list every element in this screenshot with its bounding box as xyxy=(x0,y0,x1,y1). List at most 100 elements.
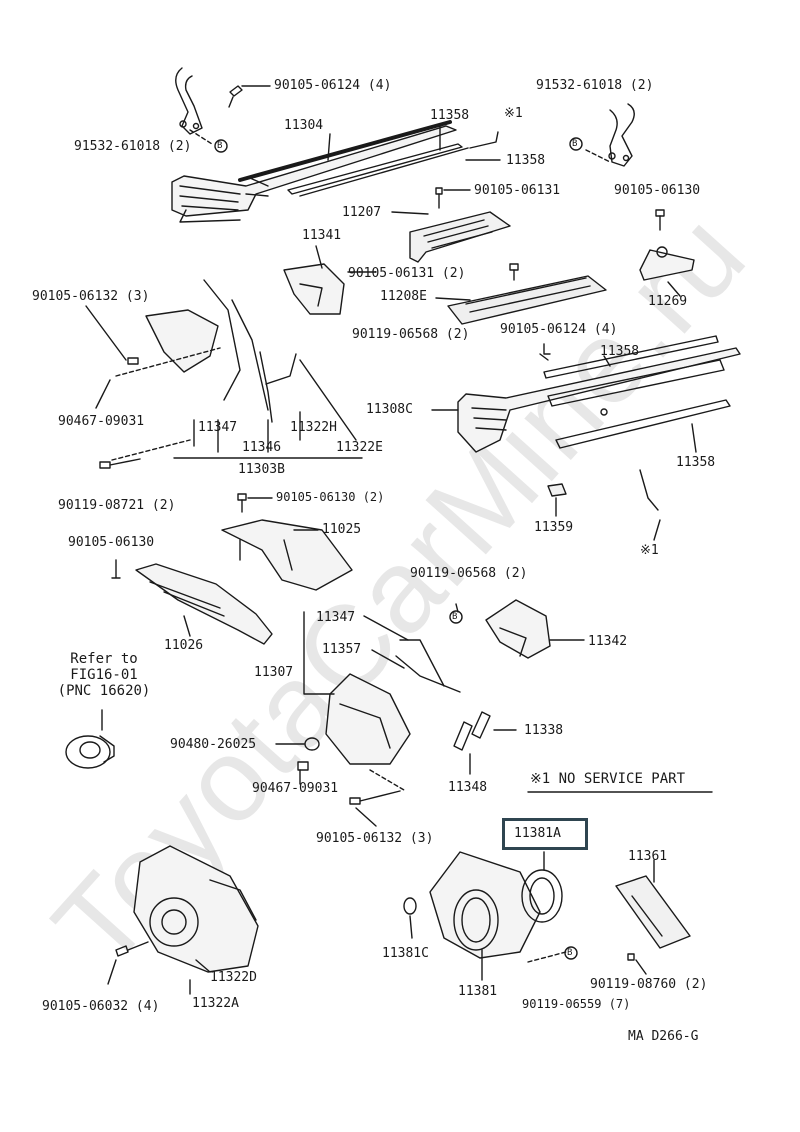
part-label: 11207 xyxy=(342,205,382,220)
no-service-part-rod xyxy=(639,469,659,511)
part-label: 90105-06131 (2) xyxy=(348,266,466,281)
part-label: 11346 xyxy=(242,440,282,455)
part-label-highlighted: 11381A xyxy=(514,826,561,841)
part-label: 11358 xyxy=(430,108,470,123)
part-label: 11338 xyxy=(524,723,564,738)
bolt-icon xyxy=(228,85,243,108)
oil-seal xyxy=(521,869,563,923)
timing-belt-cover-no1 xyxy=(325,639,461,765)
part-label: 90119-06559 (7) xyxy=(522,997,631,1011)
plug-cap xyxy=(547,483,567,497)
bolt-icon xyxy=(349,790,401,805)
marker-b-text: B xyxy=(572,139,578,149)
part-label: 11347 xyxy=(316,610,356,625)
part-label: 90467-09031 xyxy=(58,414,145,429)
leader-line xyxy=(195,959,211,973)
bolt-icon xyxy=(127,357,139,365)
leader-line xyxy=(653,519,661,541)
leader-dashed xyxy=(189,129,213,145)
leader-line xyxy=(435,297,471,301)
leader-dashed xyxy=(115,347,221,377)
part-label: 11025 xyxy=(322,522,362,537)
seal-strip xyxy=(453,711,491,751)
part-label: 90467-09031 xyxy=(252,781,339,796)
part-label: 11359 xyxy=(534,520,574,535)
part-label: 11358 xyxy=(600,344,640,359)
part-label: 90119-08760 (2) xyxy=(590,977,708,992)
part-label: 90105-06132 (3) xyxy=(32,289,150,304)
no-service-mark: ※1 xyxy=(504,106,523,121)
part-label: 90119-08721 (2) xyxy=(58,498,176,513)
oil-seal-retainer xyxy=(429,851,541,959)
bolt-icon xyxy=(435,187,443,209)
part-label: 90105-06130 (2) xyxy=(276,490,385,504)
part-label: 90480-26025 xyxy=(170,737,257,752)
part-label: 11322D xyxy=(210,970,257,985)
marker-b xyxy=(449,610,463,624)
rear-plate xyxy=(615,875,691,949)
part-label: 11347 xyxy=(198,420,238,435)
leader-line xyxy=(107,959,117,985)
part-label: 11026 xyxy=(164,638,204,653)
cylinder-head-cover-left xyxy=(171,120,457,223)
cover-bracket xyxy=(639,246,695,281)
highlight-box xyxy=(502,818,588,850)
bolt-icon xyxy=(539,343,551,361)
baffle-plate xyxy=(409,211,511,263)
part-label: 90119-06568 (2) xyxy=(352,327,470,342)
leader-line xyxy=(603,355,611,367)
part-label: 11381 xyxy=(458,984,498,999)
part-label: 11303B xyxy=(238,462,285,477)
washer-icon xyxy=(304,737,320,751)
group-leaders xyxy=(193,359,357,453)
part-label: 90119-06568 (2) xyxy=(410,566,528,581)
no-service-note: ※1 NO SERVICE PART xyxy=(530,771,686,787)
leader-dashed xyxy=(111,439,191,461)
part-label: 11342 xyxy=(588,634,628,649)
leader-dashed xyxy=(585,149,611,163)
marker-b xyxy=(569,137,583,151)
part-label: 90105-06124 (4) xyxy=(500,322,618,337)
leader-line xyxy=(667,281,681,297)
bolt-icon xyxy=(297,761,309,771)
belt-cover-bracket xyxy=(283,263,345,315)
leader-line xyxy=(355,807,377,827)
part-label: 91532-61018 (2) xyxy=(74,139,192,154)
leader-line xyxy=(315,245,323,269)
part-label: 11381C xyxy=(382,946,429,961)
leader-line xyxy=(183,615,191,637)
hook-bracket-right xyxy=(608,103,635,167)
reference-note: Refer to FIG16-01 (PNC 16620) xyxy=(57,651,151,699)
timing-belt-cover-upper xyxy=(221,519,353,591)
gasket-strip-top xyxy=(287,143,469,197)
group-leaders xyxy=(303,611,335,695)
bolt-icon xyxy=(237,493,247,513)
bolt-icon xyxy=(655,209,665,231)
part-label: 90105-06131 xyxy=(474,183,561,198)
leader-line xyxy=(327,133,331,161)
part-label: 11357 xyxy=(322,642,362,657)
leader-dashed xyxy=(369,769,405,791)
bolt-icon xyxy=(115,941,149,957)
hook-bracket-left xyxy=(175,67,203,135)
leader-line xyxy=(95,379,111,409)
leader-dashed xyxy=(527,951,567,963)
part-label: 11208E xyxy=(380,289,427,304)
part-label: 11358 xyxy=(676,455,716,470)
part-label: 90105-06130 xyxy=(614,183,701,198)
cover-bracket-11342 xyxy=(485,599,551,659)
marker-b xyxy=(564,946,578,960)
part-label: 11341 xyxy=(302,228,342,243)
bolt-icon xyxy=(99,458,141,469)
leader-line xyxy=(635,959,647,975)
o-ring xyxy=(403,897,417,915)
part-label: 11322A xyxy=(192,996,239,1011)
leader-line xyxy=(391,211,429,215)
marker-b-text: B xyxy=(452,612,458,622)
part-label: 90105-06132 (3) xyxy=(316,831,434,846)
leader-line xyxy=(691,423,697,453)
part-label: 11308C xyxy=(366,402,413,417)
timing-belt-cover-no3 xyxy=(145,279,297,423)
